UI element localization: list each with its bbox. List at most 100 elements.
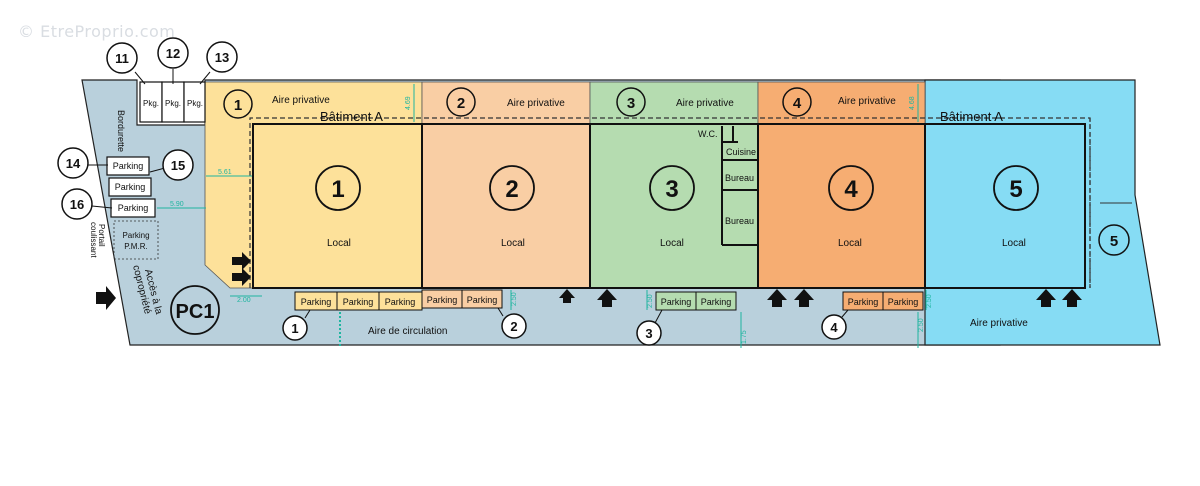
side-circle-14: 14 — [57, 147, 108, 179]
svg-text:Parking: Parking — [848, 297, 879, 307]
room-bureau-2: Bureau — [725, 216, 754, 226]
svg-text:Parking: Parking — [427, 295, 458, 305]
room-cuisine: Cuisine — [726, 147, 756, 157]
dimension-5-90: 5.90 — [157, 201, 206, 209]
side-circle-11: 11 — [106, 42, 146, 85]
svg-text:3: 3 — [665, 176, 678, 203]
portail-label-2: coulissant — [89, 222, 98, 258]
svg-text:Parking: Parking — [115, 182, 146, 192]
parking-circle-1: 1 — [282, 309, 311, 341]
private-area-circle-5: 5 — [1098, 224, 1130, 256]
svg-text:P.M.R.: P.M.R. — [124, 242, 147, 251]
dimension-2-50-e: 2.50 — [917, 312, 925, 348]
portail-label-1: Portail — [97, 224, 106, 247]
lot-circle-2: 2 — [489, 165, 535, 211]
svg-text:Parking: Parking — [701, 297, 732, 307]
svg-text:2.50: 2.50 — [511, 292, 518, 306]
svg-text:Parking: Parking — [301, 297, 332, 307]
lot-circle-3: 3 — [649, 165, 695, 211]
aire-privative-4: Aire privative — [838, 96, 896, 107]
lot-4-private-area — [757, 81, 926, 125]
svg-text:2: 2 — [510, 319, 517, 334]
access-arrow — [96, 286, 116, 310]
svg-text:13: 13 — [215, 50, 229, 65]
private-area-circle-3: 3 — [616, 87, 646, 117]
lot-circle-4: 4 — [828, 165, 874, 211]
svg-text:Parking: Parking — [888, 297, 919, 307]
room-wc: W.C. — [698, 129, 718, 139]
side-circle-13: 13 — [199, 41, 238, 85]
svg-text:2.00: 2.00 — [237, 297, 251, 304]
svg-text:15: 15 — [171, 158, 185, 173]
building-label-right: Bâtiment A — [940, 109, 1003, 124]
local-2 — [421, 123, 591, 289]
aire-circulation-label: Aire de circulation — [368, 326, 447, 337]
side-circle-12: 12 — [157, 37, 189, 84]
svg-text:16: 16 — [70, 197, 84, 212]
lot-3-interior-walls — [721, 126, 758, 246]
svg-text:2.50: 2.50 — [647, 294, 654, 308]
lot-circle-5: 5 — [993, 165, 1039, 211]
svg-text:3: 3 — [645, 326, 652, 341]
aire-privative-1: Aire privative — [272, 95, 330, 106]
bordurette-label: Bordurette — [116, 110, 126, 152]
aire-privative-5: Aire privative — [970, 318, 1028, 329]
door-arrows — [559, 289, 1082, 307]
dimension-2-50-c: 2.50 — [646, 290, 654, 310]
dimension-2-50-d: 2.50 — [925, 290, 933, 310]
svg-text:5: 5 — [1110, 233, 1118, 250]
svg-text:Parking: Parking — [343, 297, 374, 307]
local-5 — [924, 123, 1086, 289]
svg-text:4.68: 4.68 — [909, 96, 916, 110]
svg-text:Pkg.: Pkg. — [187, 99, 203, 108]
svg-text:Parking: Parking — [113, 161, 144, 171]
parking-row-3: Parking Parking — [655, 291, 737, 311]
lot-circle-1: 1 — [315, 165, 361, 211]
pkg-spaces: Pkg. Pkg. Pkg. — [139, 81, 206, 123]
parking-circle-2: 2 — [497, 307, 527, 339]
parking-row-2: Parking Parking — [421, 289, 503, 309]
private-area-circle-2: 2 — [446, 87, 476, 117]
svg-text:Parking: Parking — [118, 203, 149, 213]
parking-circle-4: 4 — [821, 309, 849, 340]
svg-text:1: 1 — [331, 176, 344, 203]
side-circle-16: 16 — [61, 188, 113, 220]
dimension-2-50-b: 2.50 — [510, 290, 518, 310]
private-area-circle-4: 4 — [782, 87, 812, 117]
side-parking: Parking Parking Parking — [106, 156, 156, 218]
watermark: © EtreProprio.com — [18, 22, 176, 41]
svg-text:1: 1 — [234, 97, 242, 114]
dimension-4-69: 4.69 — [405, 84, 415, 122]
svg-text:Pkg.: Pkg. — [165, 99, 181, 108]
svg-text:5.90: 5.90 — [170, 201, 184, 208]
parking-pmr: Parking P.M.R. — [113, 220, 159, 260]
parking-row-4: Parking Parking — [842, 291, 924, 311]
room-bureau-1: Bureau — [725, 173, 754, 183]
parking-row-1: Parking Parking Parking — [294, 291, 423, 311]
svg-text:2: 2 — [457, 95, 465, 112]
svg-text:14: 14 — [66, 156, 81, 171]
svg-text:4: 4 — [844, 176, 858, 203]
dimension-1-75: 1.75 — [740, 312, 748, 348]
svg-text:11: 11 — [115, 51, 129, 66]
svg-text:4.69: 4.69 — [405, 96, 412, 110]
local-label-2: Local — [501, 238, 525, 249]
svg-text:4: 4 — [793, 95, 802, 112]
parking-circle-3: 3 — [636, 309, 663, 346]
svg-text:12: 12 — [166, 46, 180, 61]
side-circle-15: 15 — [149, 149, 194, 181]
svg-text:1: 1 — [291, 321, 298, 336]
pc1-circle: PC1 — [170, 285, 220, 335]
local-label-1: Local — [327, 238, 351, 249]
svg-text:Parking: Parking — [467, 295, 498, 305]
aire-privative-2: Aire privative — [507, 98, 565, 109]
svg-text:4: 4 — [830, 320, 838, 335]
svg-text:2: 2 — [505, 176, 518, 203]
building-outline — [249, 117, 1091, 288]
svg-text:5.61: 5.61 — [218, 169, 232, 176]
local-label-4: Local — [838, 238, 862, 249]
lot-1-entrance-arrows — [232, 252, 251, 286]
svg-text:2.50: 2.50 — [926, 294, 933, 308]
local-1 — [252, 123, 423, 289]
